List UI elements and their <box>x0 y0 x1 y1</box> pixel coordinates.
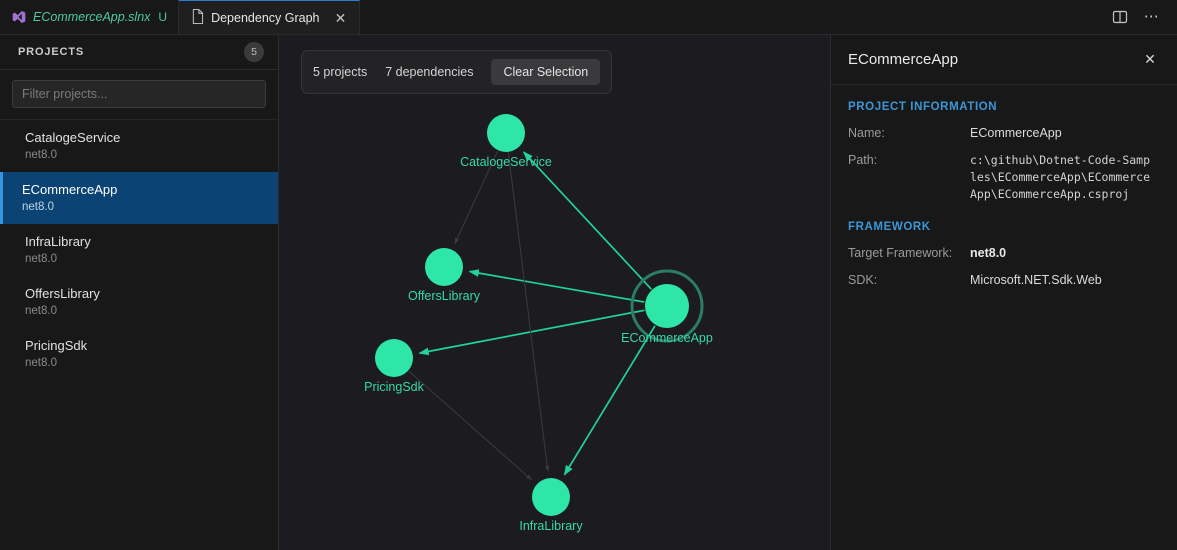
detail-value: c:\github\Dotnet-Code-Samples\ECommerceA… <box>970 153 1151 201</box>
detail-value: Microsoft.NET.Sdk.Web <box>970 273 1102 287</box>
project-list: CatalogeService net8.0 ECommerceApp net8… <box>0 120 278 550</box>
node-circle[interactable] <box>487 114 525 152</box>
project-name: InfraLibrary <box>25 234 91 249</box>
editor-tab-bar: ECommerceApp.slnx U Dependency Graph ✕ <box>0 0 1177 35</box>
graph-edge-ecommerceapp-to-pricingsdk[interactable] <box>418 309 645 356</box>
graph-edge-catalogeservice-to-infralibrary[interactable] <box>507 152 550 472</box>
project-list-item-ecommerceapp[interactable]: ECommerceApp net8.0 <box>0 172 278 224</box>
clear-selection-button[interactable]: Clear Selection <box>491 59 601 85</box>
graph-toolbar: 5 projects 7 dependencies Clear Selectio… <box>301 50 613 94</box>
details-header: ECommerceApp ✕ <box>831 35 1177 85</box>
detail-value: ECommerceApp <box>970 126 1062 140</box>
split-editor-icon[interactable] <box>1107 4 1133 30</box>
filter-container <box>0 70 278 120</box>
project-framework: net8.0 <box>22 201 54 213</box>
node-circle[interactable] <box>375 339 413 377</box>
project-name: OffersLibrary <box>25 286 100 301</box>
detail-key: Name: <box>848 126 885 140</box>
project-list-item-pricingsdk[interactable]: PricingSdk net8.0 <box>0 328 278 380</box>
tab-status-badge: U <box>158 10 168 24</box>
graph-edges <box>408 150 656 481</box>
section-framework: FRAMEWORK Target Framework: net8.0 SDK: … <box>848 221 1160 289</box>
graph-node-infralibrary[interactable]: InfraLibrary <box>519 478 583 533</box>
detail-key: Target Framework: <box>848 246 953 260</box>
project-list-item-catalogeservice[interactable]: CatalogeService net8.0 <box>0 120 278 172</box>
graph-nodes: CatalogeServiceOffersLibraryECommerceApp… <box>364 114 713 533</box>
project-list-item-infralibrary[interactable]: InfraLibrary net8.0 <box>0 224 278 276</box>
detail-row-target-framework: Target Framework: net8.0 <box>848 245 1160 262</box>
graph-node-ecommerceapp[interactable]: ECommerceApp <box>621 269 713 345</box>
project-framework: net8.0 <box>25 305 57 317</box>
sidebar-header: PROJECTS 5 <box>0 35 278 70</box>
section-project-information: PROJECT INFORMATION Name: ECommerceApp P… <box>848 101 1160 203</box>
graph-svg: CatalogeServiceOffersLibraryECommerceApp… <box>364 114 713 533</box>
node-label: CatalogeService <box>460 155 552 169</box>
project-name: CatalogeService <box>25 130 121 145</box>
file-icon <box>191 8 204 27</box>
detail-value: net8.0 <box>970 246 1007 260</box>
node-circle[interactable] <box>425 248 463 286</box>
graph-edge-ecommerceapp-to-infralibrary[interactable] <box>563 325 656 476</box>
tab-bar-actions: ⋯ <box>1107 0 1177 34</box>
project-framework: net8.0 <box>25 253 57 265</box>
project-framework: net8.0 <box>25 357 57 369</box>
detail-row-sdk: SDK: Microsoft.NET.Sdk.Web <box>848 272 1160 289</box>
section-title: FRAMEWORK <box>848 221 931 233</box>
node-label: PricingSdk <box>364 380 424 394</box>
selection-ring <box>630 269 704 343</box>
node-circle[interactable] <box>645 284 689 328</box>
project-count-badge: 5 <box>244 42 264 62</box>
section-title: PROJECT INFORMATION <box>848 101 998 113</box>
dependencies-stat: 7 dependencies <box>385 65 474 79</box>
details-body: PROJECT INFORMATION Name: ECommerceApp P… <box>831 85 1177 299</box>
project-name: ECommerceApp <box>22 182 118 197</box>
main-body: PROJECTS 5 CatalogeService net8.0 EComme… <box>0 35 1177 550</box>
graph-edge-pricingsdk-to-infralibrary[interactable] <box>408 370 532 481</box>
detail-row-path: Path: c:\github\Dotnet-Code-Samples\ECom… <box>848 152 1160 203</box>
graph-node-catalogeservice[interactable]: CatalogeService <box>460 114 552 169</box>
tab-label: Dependency Graph <box>211 10 320 25</box>
project-name: PricingSdk <box>25 338 88 353</box>
node-circle[interactable] <box>532 478 570 516</box>
ellipsis-icon[interactable]: ⋯ <box>1143 8 1161 25</box>
tab-dependency-graph[interactable]: Dependency Graph ✕ <box>179 0 361 34</box>
graph-edge-ecommerceapp-to-catalogeservice[interactable] <box>523 151 652 290</box>
project-framework: net8.0 <box>25 149 57 161</box>
tab-close-icon[interactable]: ✕ <box>334 9 347 26</box>
node-label: InfraLibrary <box>519 519 583 533</box>
visual-studio-icon <box>12 10 26 24</box>
sidebar-title: PROJECTS <box>18 46 85 58</box>
graph-node-pricingsdk[interactable]: PricingSdk <box>364 339 425 394</box>
projects-sidebar: PROJECTS 5 CatalogeService net8.0 EComme… <box>0 35 279 550</box>
details-title: ECommerceApp <box>848 51 959 68</box>
node-label: ECommerceApp <box>621 331 713 345</box>
filter-projects-input[interactable] <box>12 80 266 108</box>
detail-key: Path: <box>848 153 878 167</box>
project-list-item-offerslibrary[interactable]: OffersLibrary net8.0 <box>0 276 278 328</box>
detail-key: SDK: <box>848 273 878 287</box>
graph-edge-ecommerceapp-to-offerslibrary[interactable] <box>468 269 645 303</box>
project-details-panel: ECommerceApp ✕ PROJECT INFORMATION Name:… <box>830 35 1177 550</box>
detail-row-name: Name: ECommerceApp <box>848 125 1160 142</box>
tab-ecommerceapp-slnx[interactable]: ECommerceApp.slnx U <box>0 0 180 34</box>
dependency-graph-canvas[interactable]: 5 projects 7 dependencies Clear Selectio… <box>279 35 830 550</box>
graph-node-offerslibrary[interactable]: OffersLibrary <box>408 248 481 303</box>
graph-edge-catalogeservice-to-offerslibrary[interactable] <box>454 150 499 244</box>
node-label: OffersLibrary <box>408 289 481 303</box>
close-icon[interactable]: ✕ <box>1144 51 1156 67</box>
tab-label: ECommerceApp.slnx <box>33 10 151 24</box>
projects-stat: 5 projects <box>313 65 368 79</box>
